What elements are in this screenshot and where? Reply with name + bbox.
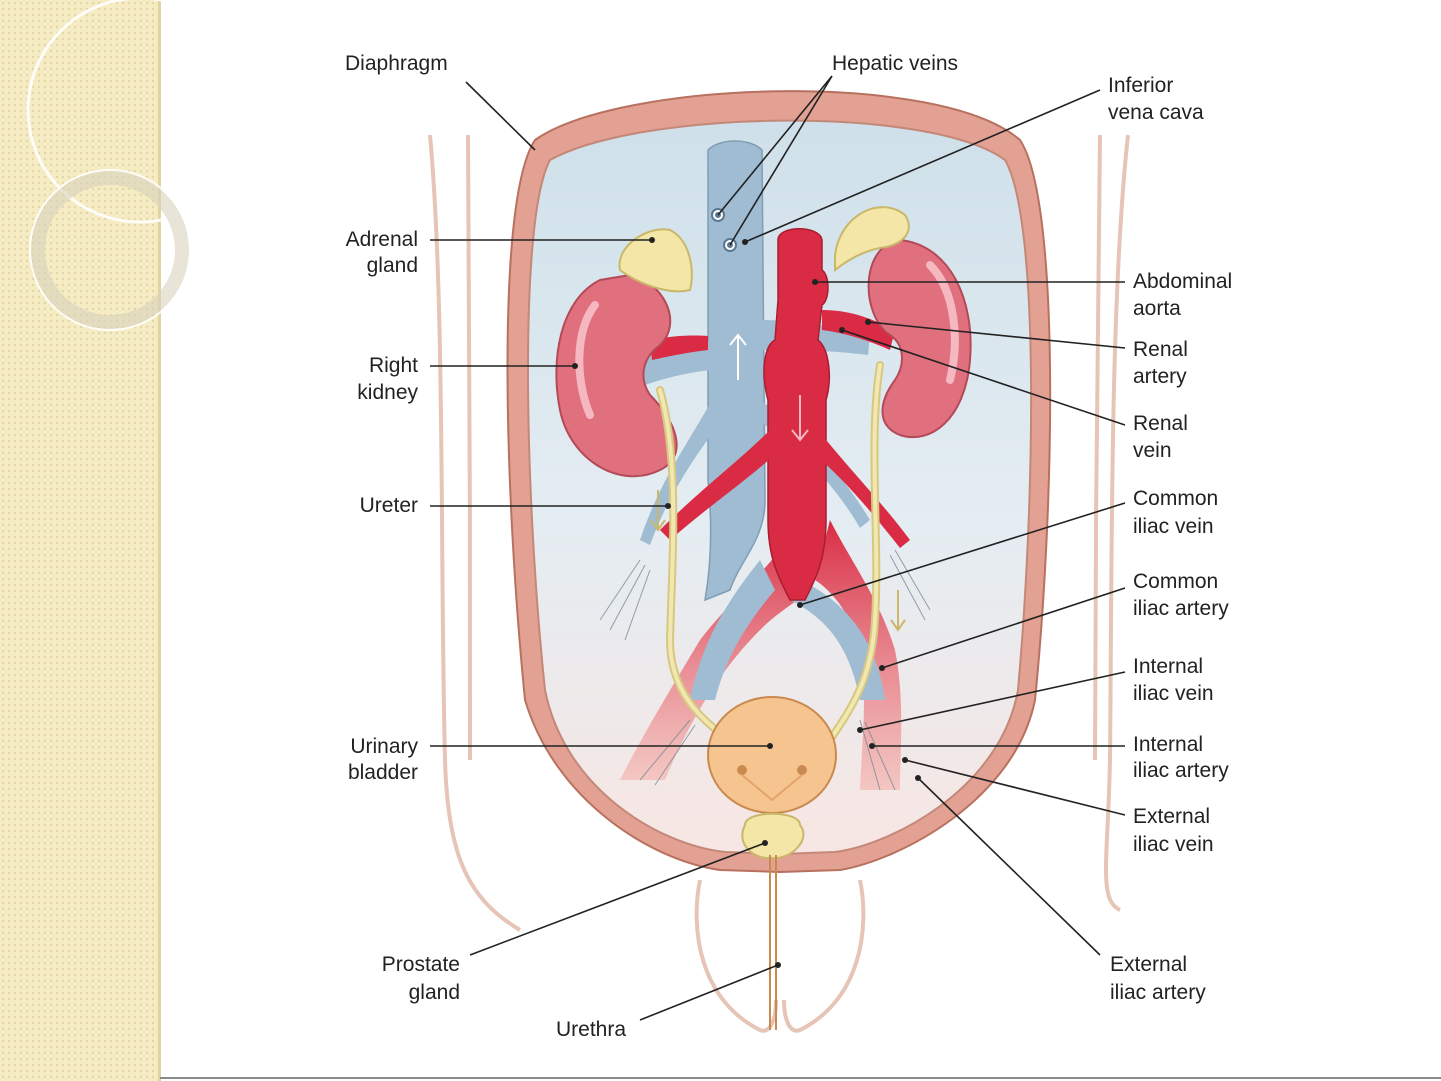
label-external-iliac-artery-line1: External <box>1110 953 1187 976</box>
label-external-iliac-vein-line2: iliac vein <box>1133 833 1214 856</box>
urinary-bladder <box>708 697 836 813</box>
label-external-iliac-vein-line1: External <box>1133 805 1210 828</box>
label-renal-artery-line1: Renal <box>1133 338 1188 361</box>
label-diaphragm: Diaphragm <box>345 52 448 75</box>
label-common-iliac-artery-line2: iliac artery <box>1133 597 1229 620</box>
label-internal-iliac-artery-line1: Internal <box>1133 733 1203 756</box>
label-adrenal-line1: Adrenal <box>346 228 418 251</box>
label-ivc-line1: Inferior <box>1108 74 1173 97</box>
label-adrenal-line2: gland <box>367 254 418 277</box>
label-aorta-line2: aorta <box>1133 297 1181 320</box>
label-internal-iliac-vein-line1: Internal <box>1133 655 1203 678</box>
label-right-kidney-line2: kidney <box>357 381 418 404</box>
label-hepatic-veins: Hepatic veins <box>832 52 958 75</box>
label-ureter: Ureter <box>360 494 418 517</box>
decorative-rings <box>28 0 252 330</box>
label-bladder-line1: Urinary <box>350 735 418 758</box>
label-common-iliac-vein-line2: iliac vein <box>1133 515 1214 538</box>
label-right-kidney-line1: Right <box>369 354 418 377</box>
label-aorta-line1: Abdominal <box>1133 270 1232 293</box>
label-urethra: Urethra <box>556 1018 626 1041</box>
urethra <box>770 855 776 1030</box>
label-prostate-line1: Prostate <box>382 953 460 976</box>
label-internal-iliac-artery-line2: iliac artery <box>1133 759 1229 782</box>
label-common-iliac-vein-line1: Common <box>1133 487 1218 510</box>
label-renal-artery-line2: artery <box>1133 365 1187 388</box>
label-ivc-line2: vena cava <box>1108 101 1204 124</box>
label-prostate-line2: gland <box>409 981 460 1004</box>
label-renal-vein-line1: Renal <box>1133 412 1188 435</box>
bottom-border <box>160 1077 1441 1079</box>
label-external-iliac-artery-line2: iliac artery <box>1110 981 1206 1004</box>
label-renal-vein-line2: vein <box>1133 439 1172 462</box>
label-bladder-line2: bladder <box>348 761 418 784</box>
prostate-gland <box>742 814 803 858</box>
label-common-iliac-artery-line1: Common <box>1133 570 1218 593</box>
label-internal-iliac-vein-line2: iliac vein <box>1133 682 1214 705</box>
